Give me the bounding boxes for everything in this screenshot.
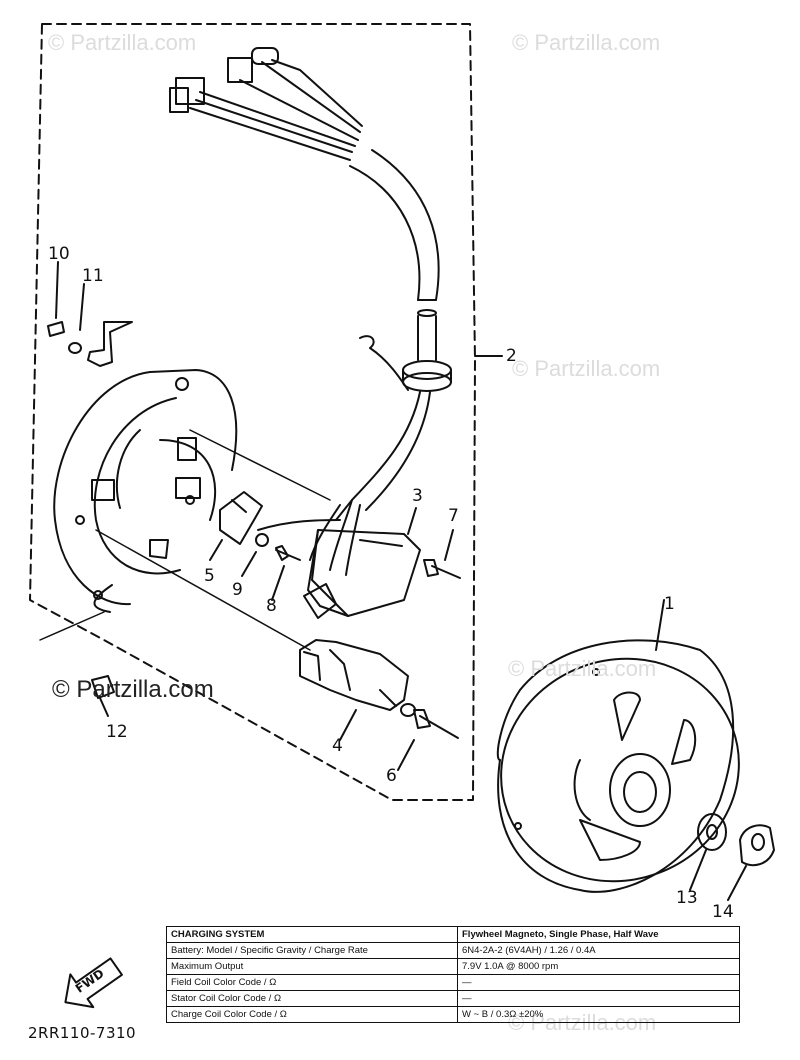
watermark: © Partzilla.com bbox=[512, 30, 661, 55]
spec-row: Stator Coil Color Code / Ω — bbox=[166, 990, 740, 1007]
callout-14: 14 bbox=[712, 902, 734, 922]
flywheel-nut bbox=[739, 824, 775, 867]
assembly-boundary bbox=[29, 23, 476, 801]
spec-cell: W ~ B / 0.3Ω ±20% bbox=[457, 1006, 740, 1023]
spec-row: Battery: Model / Specific Gravity / Char… bbox=[166, 942, 740, 959]
spec-cell: Charge Coil Color Code / Ω bbox=[166, 1006, 458, 1023]
harness-sleeve-lower bbox=[417, 315, 437, 361]
charge-coil bbox=[303, 529, 461, 619]
flywheel-rotor bbox=[496, 639, 740, 893]
spec-cell: 6N4-2A-2 (6V4AH) / 1.26 / 0.4A bbox=[457, 942, 740, 959]
callout-8: 8 bbox=[266, 596, 277, 616]
callout-9: 9 bbox=[232, 580, 243, 600]
spec-row: Maximum Output 7.9V 1.0A @ 8000 rpm bbox=[166, 958, 740, 975]
spec-cell: Field Coil Color Code / Ω bbox=[166, 974, 458, 991]
callout-5: 5 bbox=[204, 566, 215, 586]
callout-3: 3 bbox=[412, 486, 423, 506]
spec-cell: — bbox=[457, 974, 740, 991]
washer bbox=[697, 813, 727, 851]
callout-13: 13 bbox=[676, 888, 698, 908]
spec-cell: — bbox=[457, 990, 740, 1007]
spec-cell: CHARGING SYSTEM bbox=[166, 926, 458, 943]
wire-connectors bbox=[169, 47, 363, 161]
spec-row: Charge Coil Color Code / Ω W ~ B / 0.3Ω … bbox=[166, 1006, 740, 1023]
spec-cell: Stator Coil Color Code / Ω bbox=[166, 990, 458, 1007]
harness-sleeve-upper bbox=[349, 149, 440, 301]
bolt-10 bbox=[47, 321, 65, 337]
callout-1: 1 bbox=[664, 594, 675, 614]
watermark: © Partzilla.com bbox=[512, 356, 661, 381]
callout-10: 10 bbox=[48, 244, 70, 264]
bracket bbox=[87, 321, 133, 367]
callout-12: 12 bbox=[106, 722, 128, 742]
callout-7: 7 bbox=[448, 506, 459, 526]
spec-cell: 7.9V 1.0A @ 8000 rpm bbox=[457, 958, 740, 975]
drawing-code: 2RR110-7310 bbox=[28, 1024, 137, 1042]
pickup-coil bbox=[219, 491, 301, 561]
spec-cell: Battery: Model / Specific Gravity / Char… bbox=[166, 942, 458, 959]
charging-system-spec-table: CHARGING SYSTEM Flywheel Magneto, Single… bbox=[166, 926, 740, 1023]
spec-cell: Maximum Output bbox=[166, 958, 458, 975]
watermark: © Partzilla.com bbox=[508, 656, 657, 681]
watermark: © Partzilla.com bbox=[48, 30, 197, 55]
watermark: © Partzilla.com bbox=[52, 676, 214, 703]
callout-11: 11 bbox=[82, 266, 104, 286]
lighting-coil bbox=[299, 639, 459, 739]
stator-plate bbox=[53, 369, 238, 613]
nut bbox=[91, 675, 115, 699]
fwd-arrow bbox=[64, 957, 123, 1009]
spec-row: Field Coil Color Code / Ω — bbox=[166, 974, 740, 991]
callout-4: 4 bbox=[332, 736, 343, 756]
callout-6: 6 bbox=[386, 766, 397, 786]
spec-header-row: CHARGING SYSTEM Flywheel Magneto, Single… bbox=[166, 926, 740, 943]
callout-2: 2 bbox=[506, 346, 517, 366]
spec-cell: Flywheel Magneto, Single Phase, Half Wav… bbox=[457, 926, 740, 943]
